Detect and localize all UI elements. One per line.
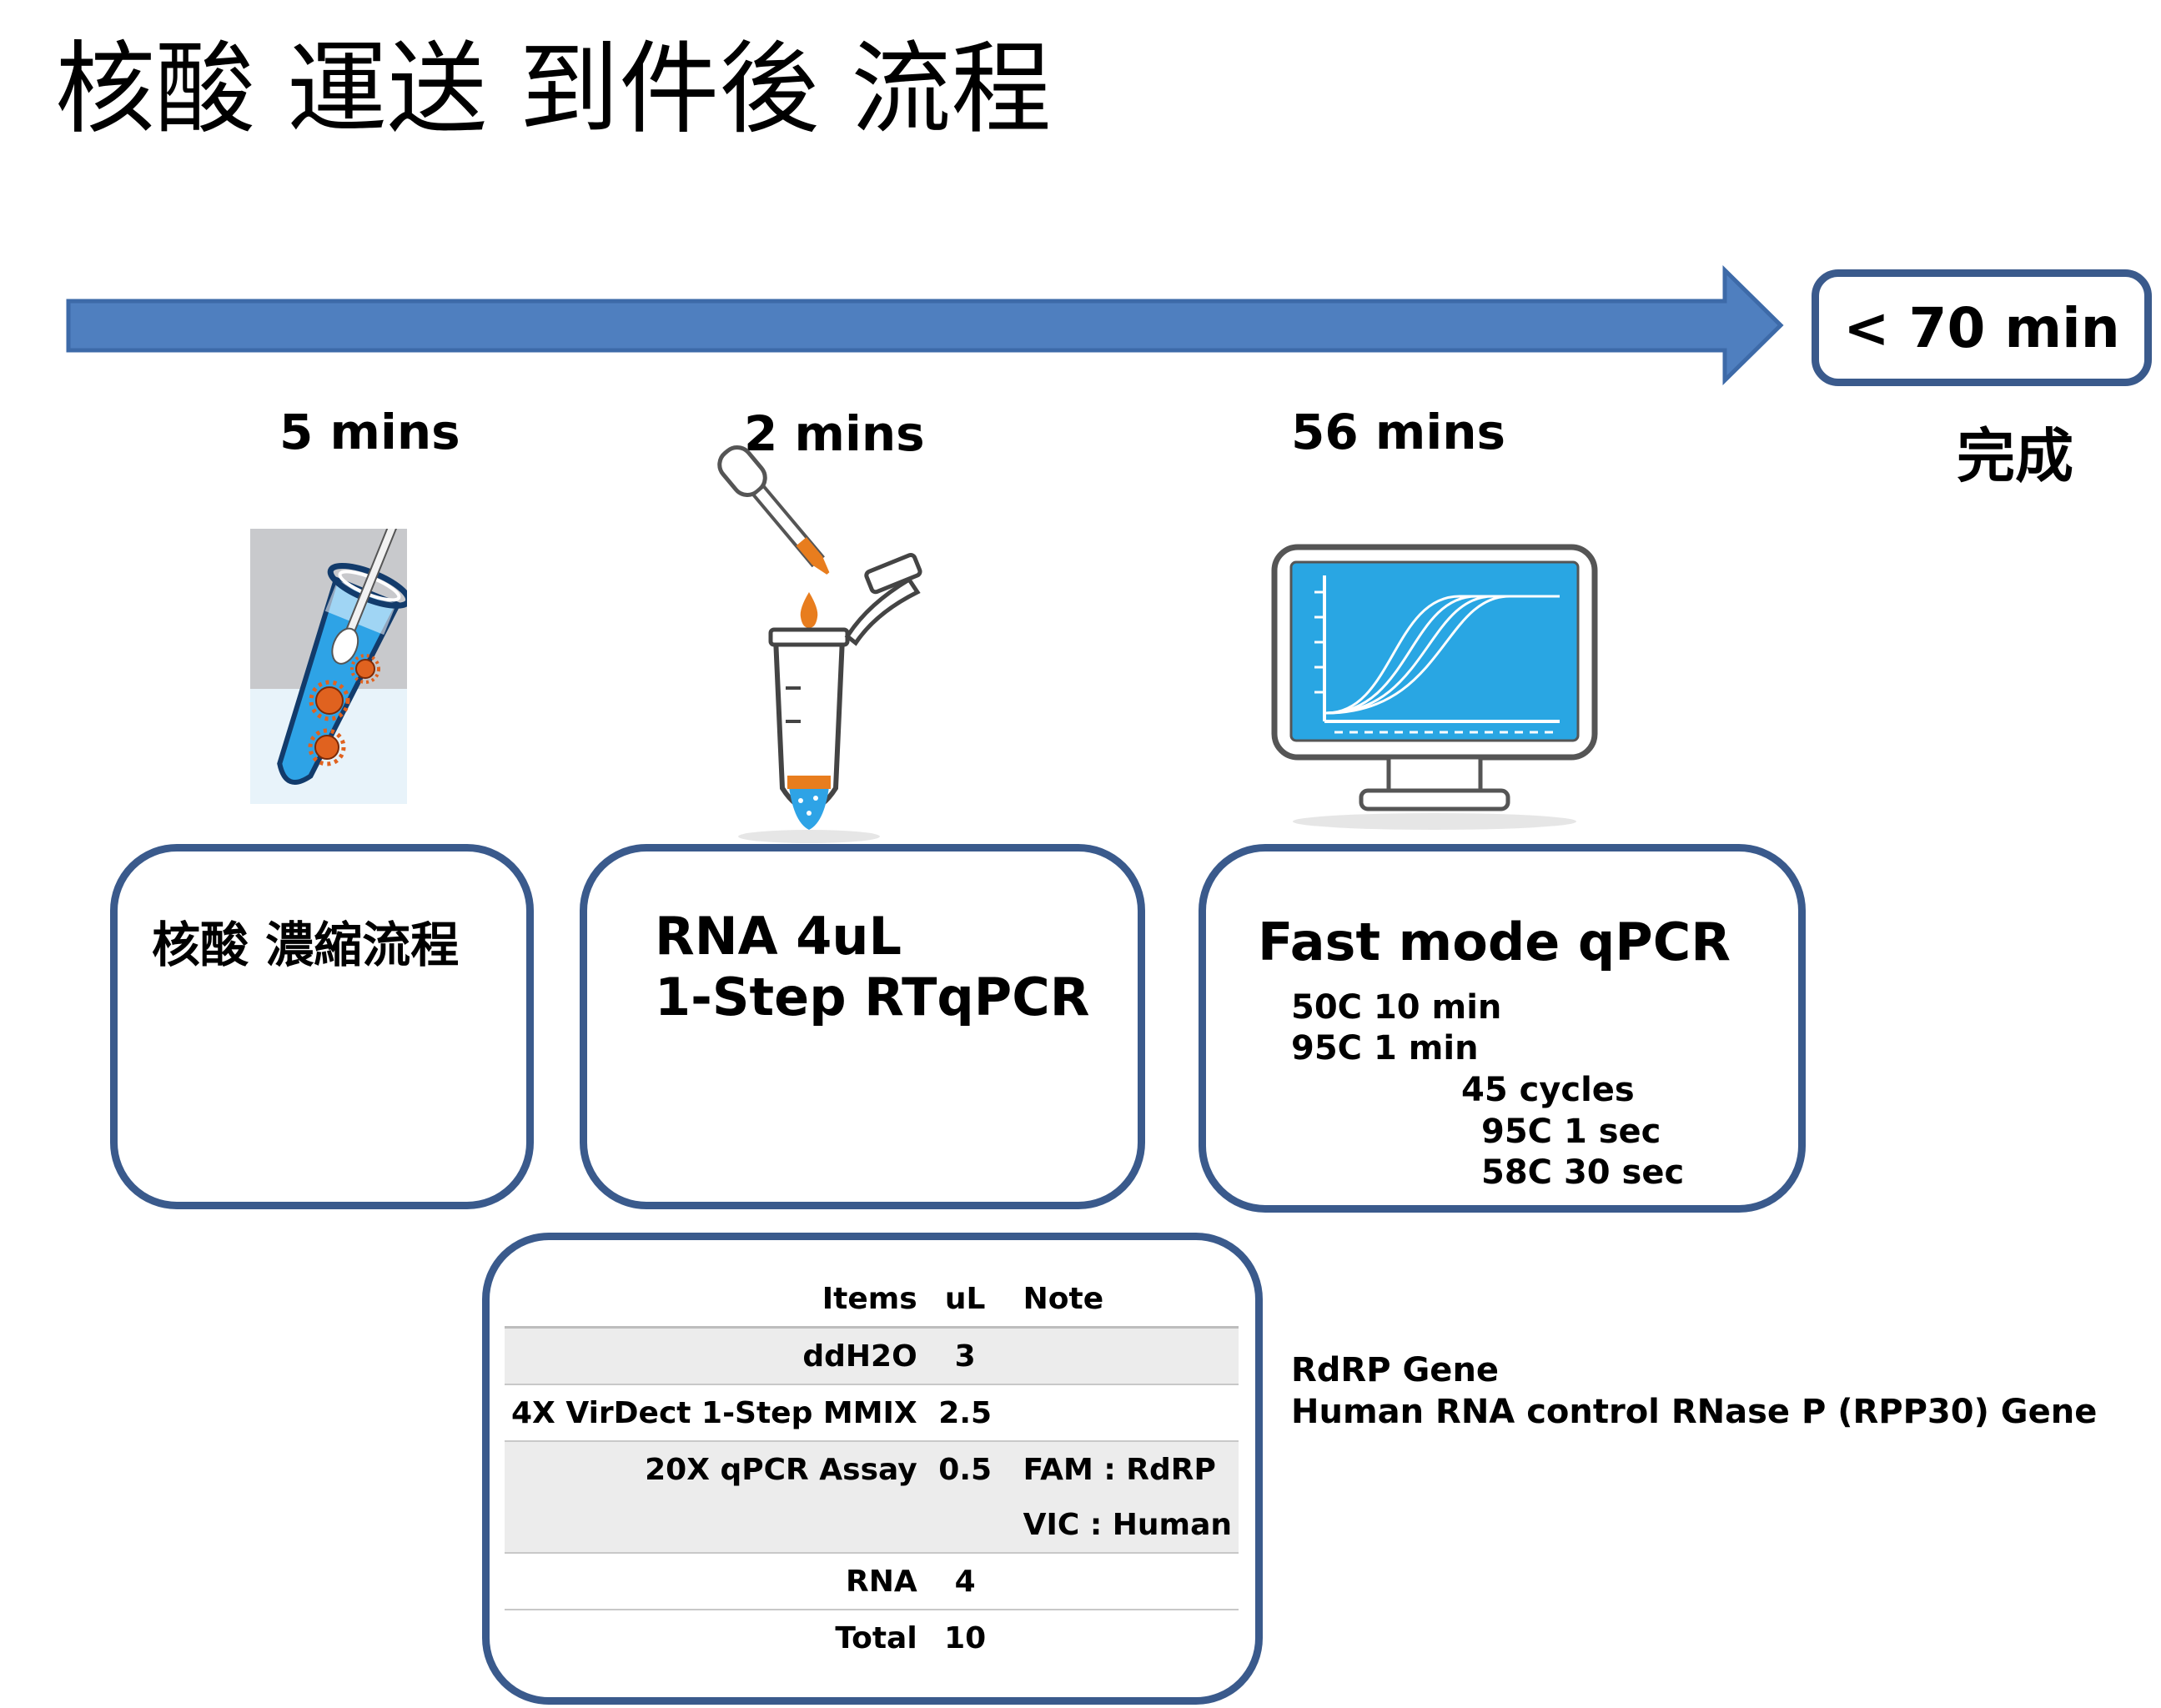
program-step: 95C 1 sec bbox=[1481, 1113, 1661, 1151]
table-cell: 10 bbox=[944, 1620, 987, 1655]
table-row: 4X VirDect 1-Step MMIX 2.5 bbox=[505, 1384, 1239, 1442]
table-row: VIC : Human bbox=[505, 1497, 1239, 1554]
step-2-time: 2 mins bbox=[744, 405, 925, 462]
sample-tube-icon bbox=[250, 529, 407, 804]
table-row: RNA 4 bbox=[505, 1553, 1239, 1610]
total-time-box: < 70 min bbox=[1812, 269, 2152, 386]
step-1-box bbox=[110, 844, 534, 1209]
table-row: Total 10 bbox=[505, 1610, 1239, 1665]
pipette-tube-icon bbox=[717, 445, 922, 843]
step-3-box bbox=[1199, 844, 1806, 1213]
step-1-time: 5 mins bbox=[279, 404, 460, 460]
step-2-heading-line-2: 1-Step RTqPCR bbox=[655, 967, 1090, 1027]
table-row: ddH2O 3 bbox=[505, 1327, 1239, 1385]
table-cell: Total bbox=[835, 1620, 917, 1655]
step-2-heading-line-1: RNA 4uL bbox=[655, 906, 902, 967]
note-human-control: Human RNA control RNase P (RPP30) Gene bbox=[1291, 1393, 2098, 1431]
table-header: Items bbox=[505, 1271, 924, 1329]
reagent-table: Items uL Note ddH2O 3 4X VirDect 1-Step … bbox=[505, 1271, 1239, 1665]
total-time-label: < 70 min bbox=[1843, 295, 2120, 360]
table-cell: 0.5 bbox=[923, 1441, 1007, 1497]
note-rdrp-gene: RdRP Gene bbox=[1291, 1351, 1500, 1389]
table-cell bbox=[1006, 1327, 1239, 1385]
table-row: 20X qPCR Assay 0.5 FAM : RdRP bbox=[505, 1441, 1239, 1497]
table-cell: VIC : Human bbox=[1006, 1497, 1239, 1554]
table-cell: 4 bbox=[923, 1553, 1007, 1610]
table-header-row: Items uL Note bbox=[505, 1271, 1239, 1329]
program-step: 58C 30 sec bbox=[1481, 1153, 1685, 1192]
qpcr-monitor-icon bbox=[1271, 544, 1598, 830]
table-cell: 20X qPCR Assay bbox=[505, 1441, 924, 1497]
page-title: 核酸 運送 到件後 流程 bbox=[55, 32, 1052, 148]
table-cell bbox=[1006, 1553, 1239, 1610]
table-cell: ddH2O bbox=[505, 1327, 924, 1385]
step-2-box bbox=[580, 844, 1145, 1209]
table-header: Note bbox=[1006, 1271, 1239, 1329]
table-cell bbox=[1006, 1384, 1239, 1442]
table-cell: FAM : RdRP bbox=[1006, 1441, 1239, 1497]
step-3-heading: Fast mode qPCR bbox=[1258, 912, 1731, 972]
program-step: 45 cycles bbox=[1461, 1071, 1635, 1109]
table-cell: RNA bbox=[505, 1553, 924, 1610]
step-1-heading: 核酸 濃縮流程 bbox=[152, 917, 460, 973]
table-cell: 2.5 bbox=[923, 1384, 1007, 1442]
program-step: 50C 10 min bbox=[1291, 988, 1502, 1027]
done-label: 完成 bbox=[1957, 422, 2073, 490]
table-cell: 4X VirDect 1-Step MMIX bbox=[505, 1384, 924, 1442]
table-cell: 3 bbox=[923, 1327, 1007, 1385]
program-step: 95C 1 min bbox=[1291, 1029, 1479, 1068]
table-cell bbox=[1007, 1610, 1239, 1665]
table-header: uL bbox=[923, 1271, 1007, 1329]
step-3-time: 56 mins bbox=[1291, 404, 1506, 460]
